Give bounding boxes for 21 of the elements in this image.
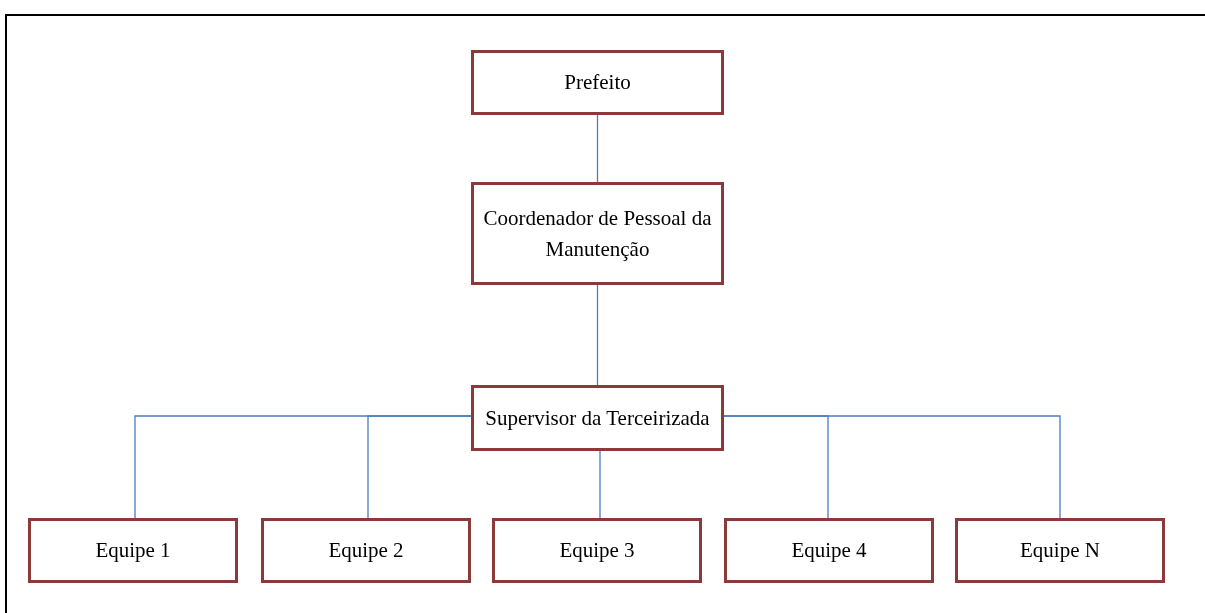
org-box <box>955 518 1165 583</box>
box-label: Equipe 2 <box>328 537 404 565</box>
org-box <box>724 518 934 583</box>
box-label: Equipe 1 <box>95 537 171 565</box>
org-box <box>28 518 238 583</box>
box-label: Equipe 3 <box>559 537 635 565</box>
box-label: Equipe 4 <box>791 537 867 565</box>
org-box <box>471 182 724 285</box>
org-box <box>492 518 702 583</box>
org-box <box>261 518 471 583</box>
org-box <box>471 50 724 115</box>
connector-line <box>723 415 1061 519</box>
org-box <box>471 385 724 451</box>
connector-line <box>596 284 599 386</box>
connector-line <box>596 114 599 183</box>
box-label: Coordenador de Pessoal da Manutenção <box>482 205 713 263</box>
box-label: Supervisor da Terceirizada <box>485 404 710 432</box>
connector-line <box>367 415 472 519</box>
box-label: Prefeito <box>564 69 631 97</box>
box-label: Equipe N <box>1020 537 1100 565</box>
connector-line <box>599 450 601 519</box>
